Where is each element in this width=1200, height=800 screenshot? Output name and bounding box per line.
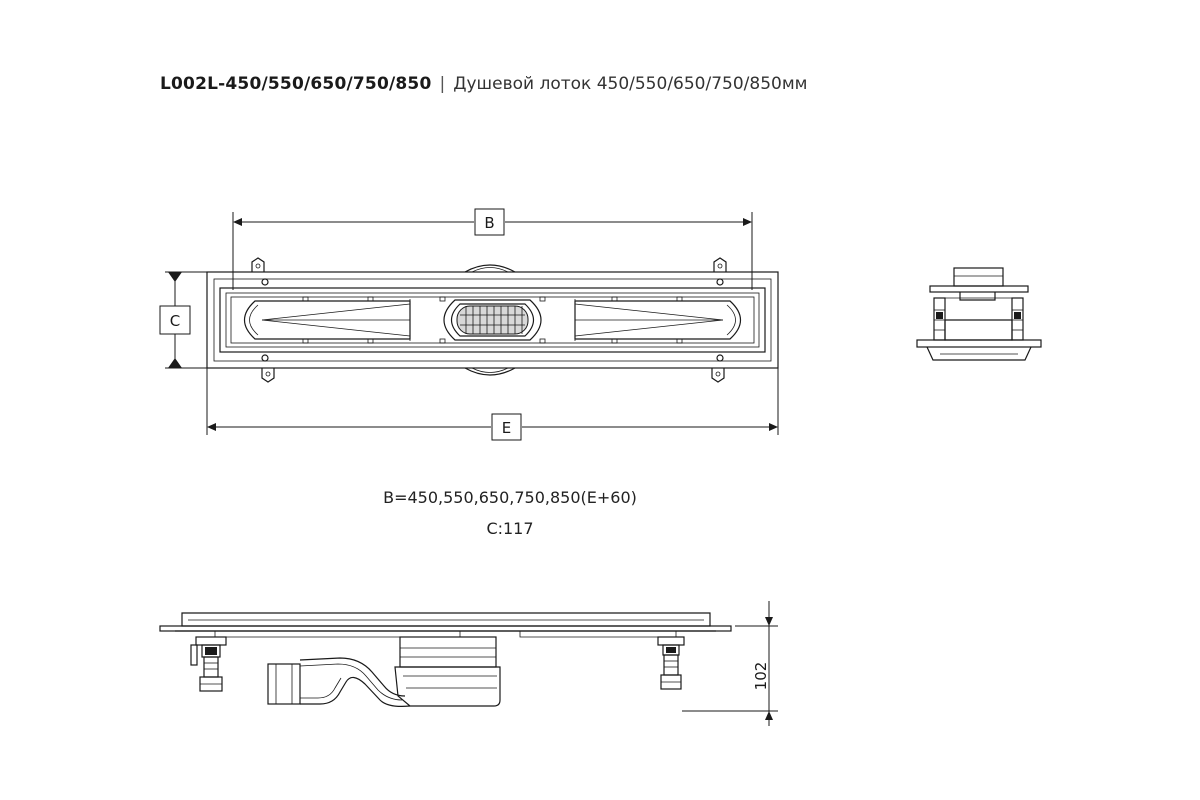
spec-b-values: B=450,550,650,750,850(E+60) — [383, 488, 637, 507]
product-description: Душевой лоток 450/550/650/750/850мм — [453, 74, 808, 94]
end-view-leg-right — [1011, 297, 1024, 341]
side-view-leg-right — [657, 636, 685, 690]
dimension-e: E — [206, 368, 779, 441]
mounting-bracket-top-right — [713, 257, 727, 272]
side-view-leg-left — [190, 636, 227, 692]
end-view-leg-left — [933, 297, 946, 341]
screw — [261, 354, 269, 362]
dimension-height-label: 102 — [752, 662, 770, 691]
top-view: B C E — [159, 208, 779, 441]
drain-outlet-bottom — [464, 367, 516, 376]
end-view-channel — [944, 319, 1013, 341]
side-view-outlet-pipe — [267, 657, 411, 707]
mounting-bracket-top-left — [251, 257, 265, 272]
channel-inner-frame — [219, 287, 766, 353]
side-view: 102 — [159, 601, 778, 726]
drawing-title: L002L-450/550/650/750/850 | Душевой лоток … — [160, 72, 808, 96]
title-separator: | — [439, 74, 446, 94]
end-view-body — [926, 346, 1032, 361]
slope-panel-left — [243, 300, 411, 340]
end-view — [916, 267, 1042, 361]
side-view-drain-body — [394, 636, 501, 707]
mounting-bracket-bottom-left — [261, 368, 275, 383]
slope-panel-right — [574, 300, 742, 340]
screw — [261, 278, 269, 286]
spec-c-value: C:117 — [486, 519, 534, 538]
screw — [716, 278, 724, 286]
side-view-channel — [181, 612, 711, 627]
dimension-b: B — [232, 208, 753, 290]
channel-outer-frame — [206, 271, 779, 369]
end-view-flange — [916, 339, 1042, 348]
side-view-grate — [159, 625, 732, 632]
dimension-height: 102 — [682, 601, 778, 726]
model-code: L002L-450/550/650/750/850 — [160, 74, 432, 94]
dimension-e-label: E — [502, 419, 511, 437]
dimension-b-label: B — [484, 214, 494, 232]
end-view-outlet — [953, 267, 1004, 287]
mounting-bracket-bottom-right — [711, 368, 725, 383]
drain-outlet-top — [464, 264, 516, 273]
screw — [716, 354, 724, 362]
dimension-c: C — [159, 271, 208, 369]
drain-grate — [443, 299, 542, 341]
dimension-c-label: C — [170, 312, 180, 330]
end-view-grate — [929, 285, 1029, 293]
